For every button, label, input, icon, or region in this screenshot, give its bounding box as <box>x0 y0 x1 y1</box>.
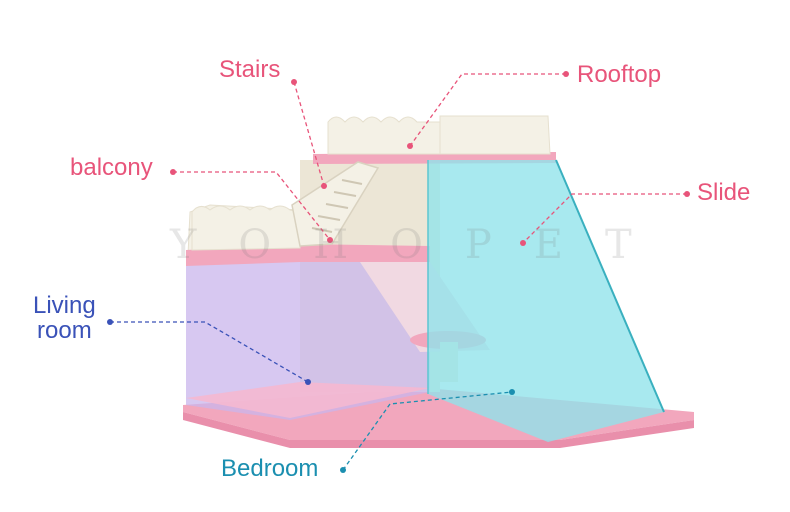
slide-label: Slide <box>697 179 751 206</box>
roof-wall-right <box>439 115 551 155</box>
base-floor-edge <box>183 412 694 448</box>
bedroom-leader <box>342 391 513 471</box>
balcony-target-dot <box>327 237 333 243</box>
stairs-target-dot <box>321 183 327 189</box>
rooftop-label: Rooftop <box>577 61 662 88</box>
living-room-target-dot <box>305 379 311 385</box>
living-room-glass <box>186 255 430 420</box>
living-room-label: Living room <box>33 293 96 343</box>
living-room-label-line2: room <box>37 317 92 344</box>
balcony-dot <box>170 169 176 175</box>
roof-crenellation <box>327 116 441 155</box>
rooftop-target-dot <box>407 143 413 149</box>
living-room-dot <box>107 319 113 325</box>
stairs-label: Stairs <box>219 56 281 83</box>
slide-dot <box>684 191 690 197</box>
living-room-label-line1: Living <box>33 292 96 319</box>
rooftop-dot <box>563 71 569 77</box>
slide <box>428 160 664 442</box>
rooftop-leader <box>409 73 566 147</box>
balcony-crenellation <box>191 205 301 251</box>
living-room-leader <box>110 321 309 383</box>
bedroom-target-dot <box>509 389 515 395</box>
slide-target-dot <box>520 240 526 246</box>
slide-leader <box>522 193 687 244</box>
slide-edge <box>555 159 665 413</box>
stairs-dot <box>291 79 297 85</box>
upper-floor-slab <box>186 244 430 266</box>
watermark: YOHOPET <box>170 222 674 268</box>
bedroom-label: Bedroom <box>221 455 319 482</box>
balcony-label: balcony <box>70 154 153 181</box>
bedroom-dot <box>340 467 346 473</box>
living-room-floor <box>186 382 430 418</box>
